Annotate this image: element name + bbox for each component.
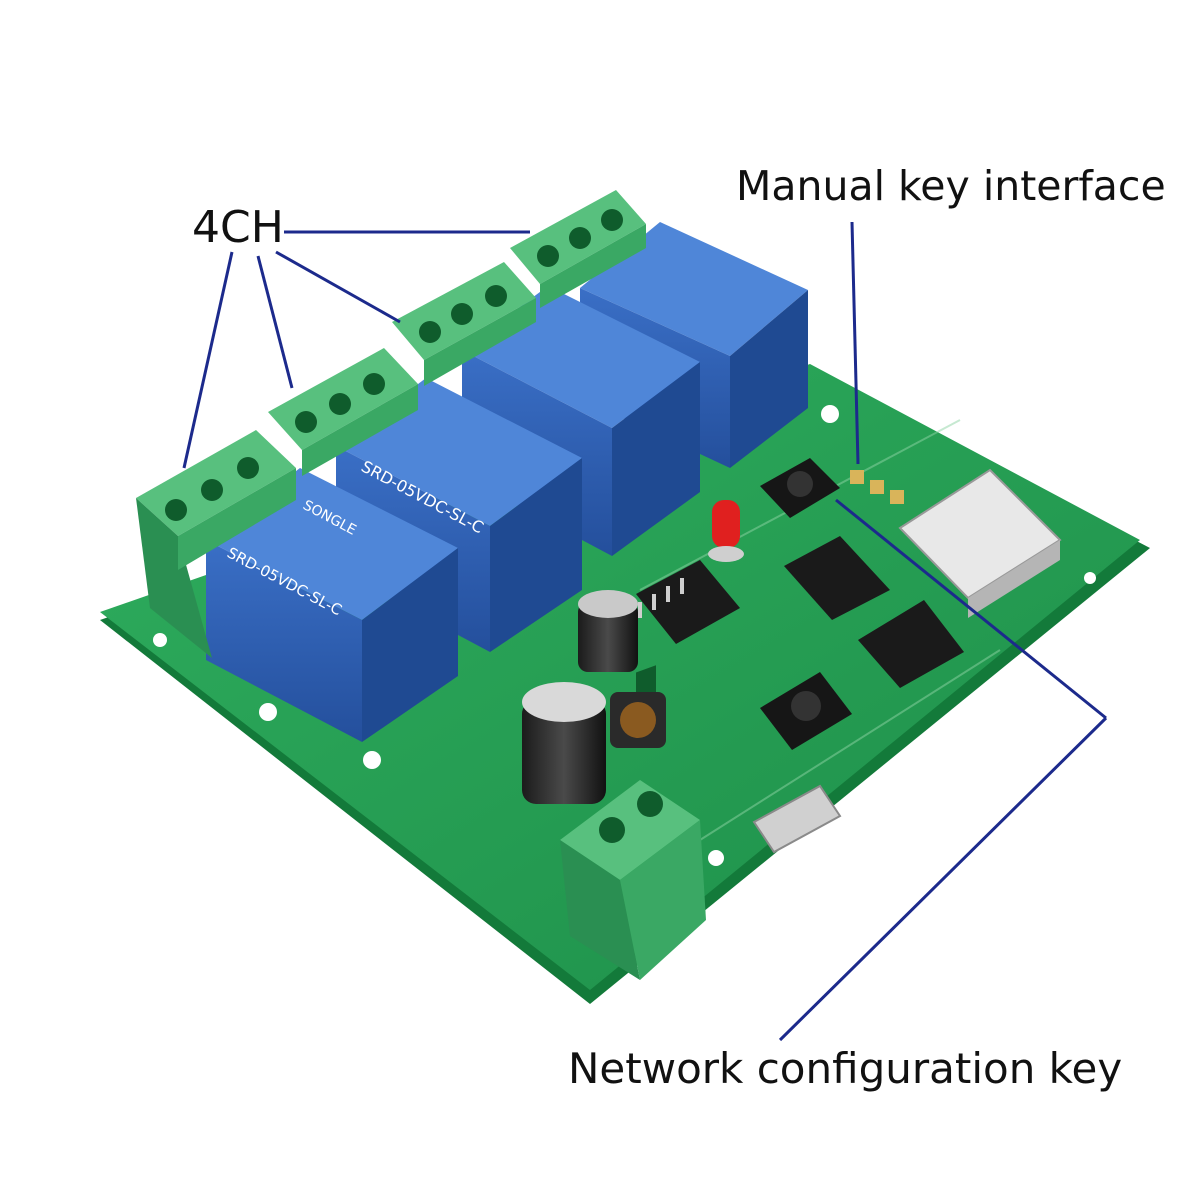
ic-chip-2 xyxy=(784,536,890,620)
micro-usb-port xyxy=(752,784,842,854)
callout-lines xyxy=(182,221,1108,1042)
wifi-module xyxy=(898,468,1062,618)
callout-manual-key: Manual key interface xyxy=(736,162,1166,210)
pin-header xyxy=(850,470,904,504)
terminal-block-3 xyxy=(392,262,536,386)
terminal-block-2 xyxy=(268,348,418,476)
network-config-button xyxy=(760,672,852,750)
capacitor-large xyxy=(522,682,606,804)
callout-4ch: 4CH xyxy=(192,202,284,253)
red-led xyxy=(708,500,744,562)
ic-chip-3 xyxy=(858,600,964,688)
terminal-block-4 xyxy=(510,190,646,308)
inductor xyxy=(610,692,666,748)
terminal-block-1 xyxy=(136,430,296,658)
ic-chip-1 xyxy=(636,560,740,644)
manual-key-button xyxy=(760,458,840,518)
power-terminal xyxy=(560,665,706,980)
callout-network-key: Network configuration key xyxy=(568,1044,1123,1093)
capacitor-small xyxy=(578,590,638,672)
